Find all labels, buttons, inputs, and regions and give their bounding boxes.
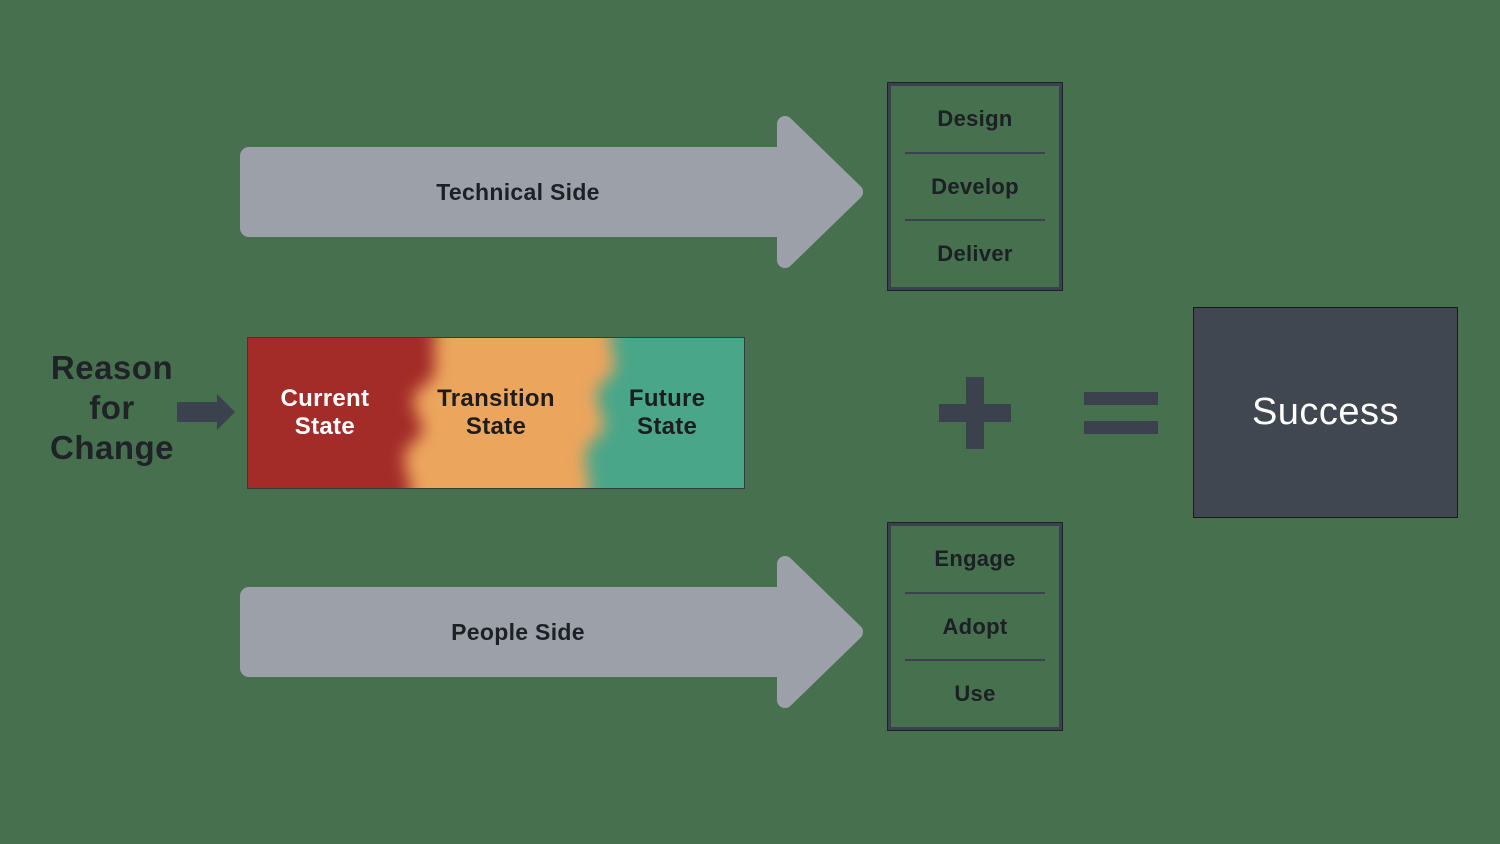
current-state-line1: Current — [280, 385, 370, 412]
technical-side-arrow: Technical Side — [240, 112, 866, 272]
future-state-line1: Future — [628, 385, 706, 412]
people-side-label: People Side — [451, 618, 585, 645]
divider — [905, 151, 1045, 154]
change-states-bar: Current State Transition State Future St… — [247, 337, 745, 489]
step-adopt: Adopt — [942, 613, 1008, 639]
people-arrow-shape-icon — [240, 556, 863, 708]
success-box: Success — [1193, 307, 1458, 518]
technical-steps-box: Design Develop Deliver — [888, 83, 1062, 290]
people-steps-box: Engage Adopt Use — [888, 523, 1062, 730]
technical-side-label: Technical Side — [436, 178, 600, 205]
divider — [905, 659, 1045, 662]
reason-line-3: Change — [49, 429, 174, 466]
reason-line-1: Reason — [50, 349, 174, 386]
plus-icon — [939, 377, 1011, 449]
transition-state-label: Transition State — [437, 385, 555, 441]
right-arrow-icon — [177, 394, 235, 430]
future-state-label: Future State — [629, 385, 705, 441]
states-gradient-icon — [248, 338, 744, 488]
people-side-arrow: People Side — [240, 552, 866, 712]
divider — [905, 219, 1045, 222]
future-state-line2: State — [637, 413, 698, 440]
step-engage: Engage — [934, 545, 1016, 571]
technical-arrow-shape-icon — [240, 116, 863, 268]
step-design: Design — [937, 105, 1013, 131]
current-state-line2: State — [294, 413, 355, 440]
step-develop: Develop — [931, 173, 1019, 199]
step-use: Use — [954, 681, 996, 707]
step-deliver: Deliver — [937, 241, 1013, 267]
divider — [905, 591, 1045, 594]
transition-state-line1: Transition — [437, 385, 555, 412]
transition-state-line2: State — [465, 413, 527, 440]
reason-for-change-label: Reason for Change — [22, 348, 202, 468]
current-state-label: Current State — [280, 385, 369, 441]
success-label: Success — [1251, 391, 1400, 433]
reason-line-2: for — [89, 389, 135, 426]
equals-icon — [1084, 392, 1158, 434]
